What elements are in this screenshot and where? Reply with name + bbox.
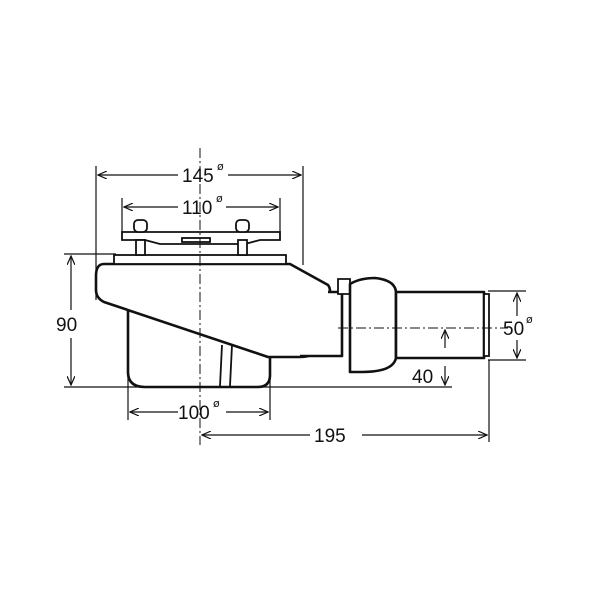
dim-145: 145 bbox=[182, 166, 214, 187]
coupling-sleeve bbox=[300, 290, 344, 358]
outlet-stem bbox=[219, 344, 233, 387]
dimension-lines bbox=[71, 175, 517, 435]
lower-cup bbox=[126, 310, 272, 389]
diameter-symbol: ø bbox=[216, 192, 223, 205]
dim-110: 110 bbox=[182, 198, 212, 219]
outlet-pipe bbox=[394, 290, 486, 360]
dim-195: 195 bbox=[314, 426, 346, 447]
bolt-right-head bbox=[235, 219, 250, 233]
diameter-symbol: ø bbox=[526, 313, 533, 326]
dim-40: 40 bbox=[412, 367, 433, 388]
diameter-symbol: ø bbox=[213, 397, 220, 410]
dimension-labels: 145 ø 110 ø 90 100 ø 195 50 ø 40 bbox=[56, 160, 533, 447]
drain-body bbox=[94, 219, 490, 389]
pipe-end-ring bbox=[483, 293, 490, 357]
diameter-symbol: ø bbox=[217, 160, 224, 173]
bolt-left-head bbox=[133, 219, 148, 233]
dim-50: 50 bbox=[503, 319, 524, 340]
dim-90: 90 bbox=[56, 315, 77, 336]
bolt-right-shaft bbox=[237, 239, 248, 256]
grate-slot bbox=[181, 237, 211, 243]
ball-joint bbox=[348, 276, 398, 374]
bolt-left-shaft bbox=[135, 239, 146, 256]
dim-100: 100 bbox=[178, 403, 210, 424]
clip bbox=[337, 278, 351, 295]
